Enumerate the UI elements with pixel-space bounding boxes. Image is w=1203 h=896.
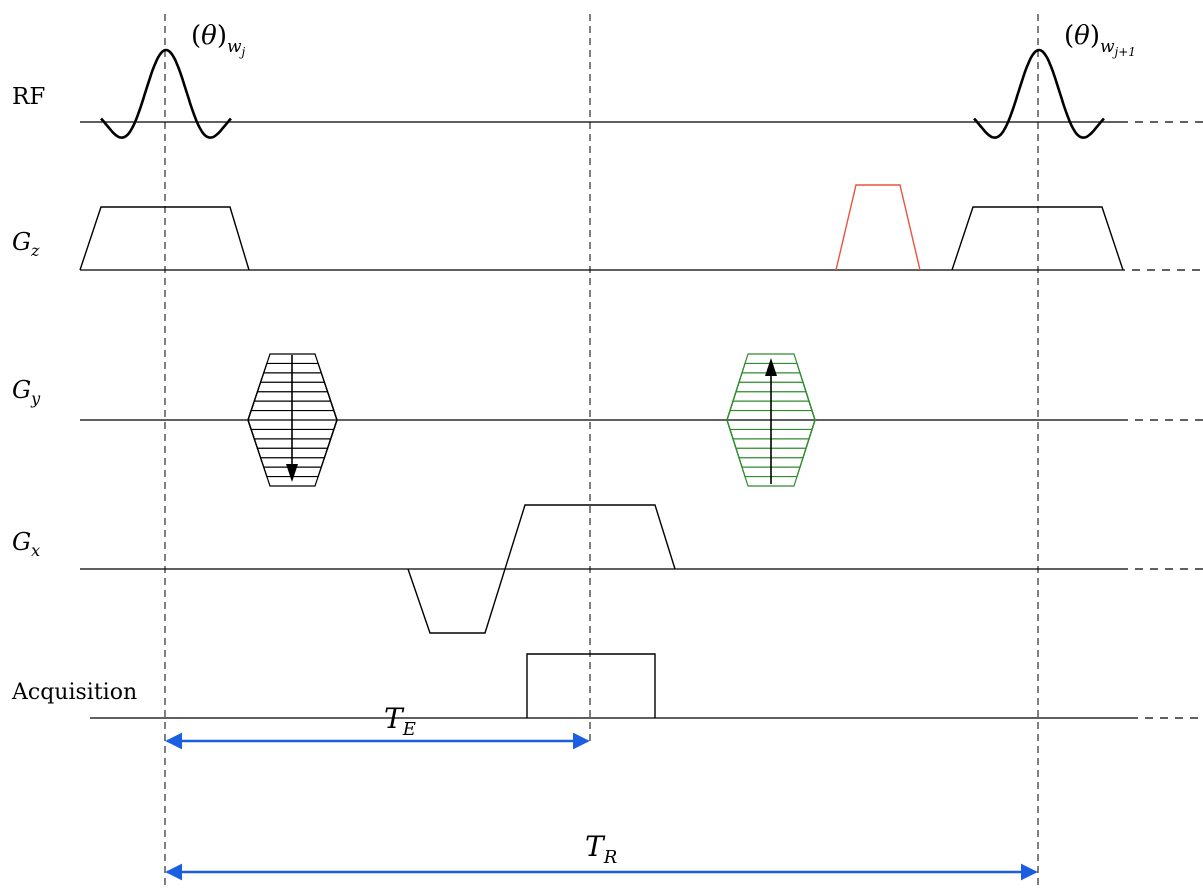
rf-pulse-first	[100, 48, 232, 139]
arrow-up-icon	[765, 358, 777, 376]
gx-row	[80, 504, 1203, 634]
row-label-rf: RF	[12, 84, 45, 110]
row-label-gz: Gz	[12, 228, 40, 260]
pulse-label-second: (θ)wj+1	[1064, 21, 1136, 59]
tr-label: TR	[585, 830, 617, 868]
rf-pulse-second	[973, 48, 1105, 139]
gz-slice-select-gradient-first	[79, 206, 250, 271]
row-label-gy: Gy	[12, 376, 41, 408]
acquisition-row	[90, 653, 1203, 719]
repetition-time-interval: TR	[165, 830, 1038, 881]
phase-encode-step	[726, 353, 816, 487]
gz-row	[79, 184, 1203, 271]
rf-row	[80, 48, 1203, 139]
arrow-down-icon	[286, 464, 298, 482]
gy-phase-encode-table	[247, 353, 338, 487]
gy-row	[80, 353, 1203, 487]
echo-time-interval: TE	[165, 702, 590, 750]
gz-spoiler-gradient	[835, 184, 921, 271]
gy-rewinder-table	[726, 353, 816, 487]
te-label: TE	[384, 702, 416, 740]
phase-encode-step	[247, 353, 338, 487]
gz-slice-select-gradient-second	[951, 206, 1124, 271]
pulse-label-first: (θ)wj	[191, 21, 246, 59]
gx-readout-gradient	[407, 504, 676, 634]
acquisition-window	[526, 653, 656, 718]
row-label-gx: Gx	[12, 528, 40, 560]
row-label-acquisition: Acquisition	[11, 680, 137, 705]
